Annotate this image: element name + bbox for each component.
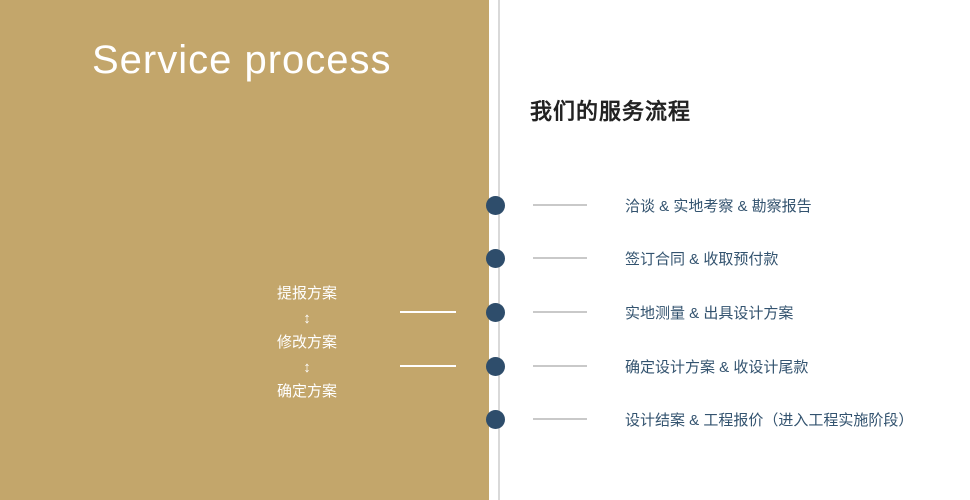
- step-connector-line: [533, 311, 587, 313]
- step-label: 设计结案 & 工程报价（进入工程实施阶段）: [625, 411, 914, 429]
- updown-arrow-icon: ↕: [303, 310, 311, 327]
- timeline-dot: [486, 302, 505, 322]
- process-step: 确定设计方案 & 收设计尾款: [0, 356, 970, 376]
- timeline-dot: [486, 356, 505, 376]
- connector-dash: [400, 365, 456, 367]
- plan-step-label: 提报方案: [276, 285, 337, 302]
- page-title: Service process: [92, 38, 392, 82]
- left-gold-panel: Service process 提报方案 ↕ 修改方案 ↕ 确定方案: [0, 0, 489, 500]
- step-connector-line: [533, 418, 587, 420]
- process-step: 洽谈 & 实地考察 & 勘察报告: [0, 195, 970, 215]
- step-connector-line: [533, 365, 587, 367]
- step-label: 确定设计方案 & 收设计尾款: [625, 358, 809, 376]
- section-title: 我们的服务流程: [530, 99, 692, 124]
- step-connector-line: [533, 204, 587, 206]
- step-label: 洽谈 & 实地考察 & 勘察报告: [625, 197, 812, 215]
- step-label: 签订合同 & 收取预付款: [625, 250, 779, 268]
- process-step: 实地测量 & 出具设计方案: [0, 302, 970, 322]
- updown-arrow-icon: ↕: [303, 359, 311, 376]
- plan-step-label: 修改方案: [276, 334, 337, 351]
- step-label: 实地测量 & 出具设计方案: [625, 304, 794, 322]
- timeline-dot: [486, 409, 505, 429]
- plan-step-label: 确定方案: [276, 383, 337, 400]
- timeline-dot: [486, 248, 505, 268]
- process-step: 签订合同 & 收取预付款: [0, 248, 970, 268]
- process-step: 设计结案 & 工程报价（进入工程实施阶段）: [0, 409, 970, 429]
- step-connector-line: [533, 257, 587, 259]
- connector-dash: [400, 311, 456, 313]
- plan-flow: 提报方案 ↕ 修改方案 ↕ 确定方案: [252, 282, 362, 404]
- timeline-dot: [486, 195, 505, 215]
